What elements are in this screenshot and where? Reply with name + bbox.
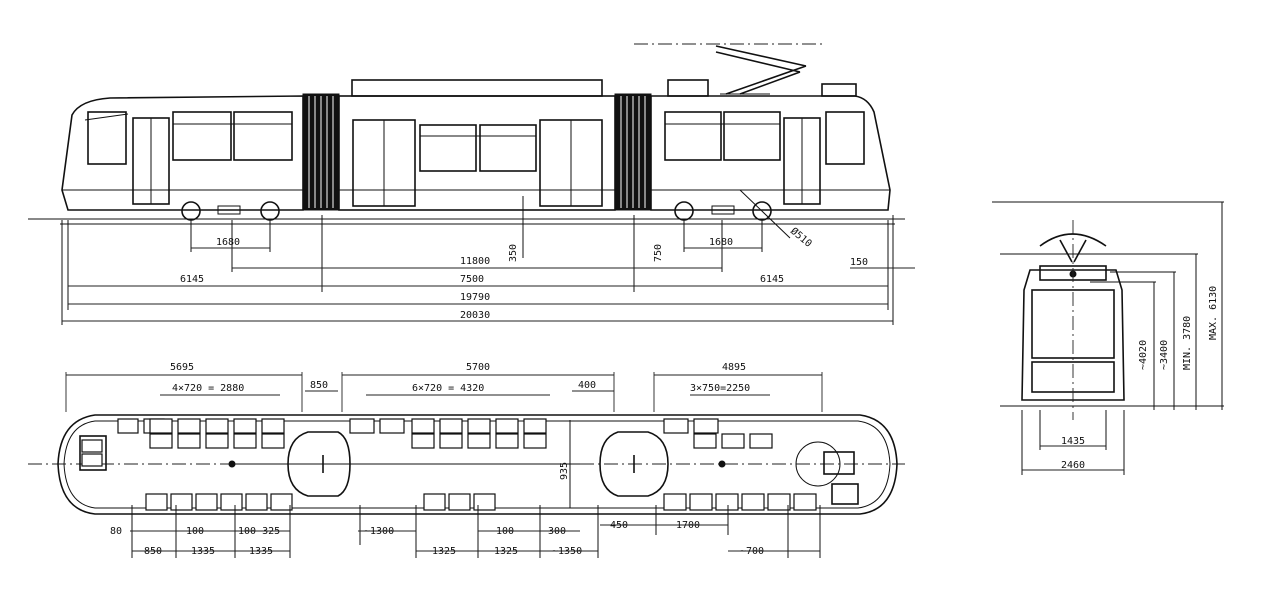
- seat: [81, 453, 103, 467]
- dim-middle-section: 7500: [460, 274, 484, 285]
- seat: [467, 418, 491, 434]
- seat: [270, 493, 293, 511]
- dim-body-length: 19790: [460, 292, 490, 303]
- seat: [663, 418, 689, 434]
- seat: [233, 418, 257, 434]
- seat: [261, 418, 285, 434]
- seat: [767, 493, 791, 511]
- bogie-left: [181, 201, 280, 221]
- side-right-section: [650, 79, 891, 211]
- seat: [693, 418, 719, 434]
- dim-1335b: 1335: [249, 546, 273, 557]
- dim-floor-height: 350: [508, 244, 519, 262]
- dim-wheel-diameter: Ø510: [788, 225, 814, 250]
- seat: [349, 418, 375, 434]
- seating-layout: [81, 418, 817, 511]
- seat: [473, 493, 496, 511]
- seat: [749, 433, 773, 449]
- dim-1300: ~1300: [364, 526, 394, 537]
- seat: [233, 433, 257, 449]
- dim-left-car: 5695: [170, 362, 194, 373]
- seat: [663, 493, 687, 511]
- dim-left-section: 6145: [180, 274, 204, 285]
- plan-joint-right: [599, 431, 669, 497]
- dim-bogie-centers: 11800: [460, 256, 490, 267]
- seat: [741, 493, 765, 511]
- seat: [495, 418, 519, 434]
- seat: [523, 433, 547, 449]
- dim-right-section: 6145: [760, 274, 784, 285]
- seat: [439, 418, 463, 434]
- seat: [423, 493, 446, 511]
- dim-850: 850: [144, 546, 162, 557]
- dim-450: 450: [610, 520, 628, 531]
- seat: [689, 493, 713, 511]
- dim-100a: 100: [186, 526, 204, 537]
- seat: [205, 418, 229, 434]
- seat: [149, 418, 173, 434]
- dim-1350: ~1350: [552, 546, 582, 557]
- seat: [693, 433, 717, 449]
- dim-middle-seats: 6×720 = 4320: [412, 383, 484, 394]
- dim-left-seats: 4×720 = 2880: [172, 383, 244, 394]
- side-middle-section: [338, 79, 616, 211]
- seat: [145, 493, 168, 511]
- seat: [448, 493, 471, 511]
- dim-1325b: 1325: [494, 546, 518, 557]
- dim-bogie-left: 1680: [216, 237, 240, 248]
- seat: [149, 433, 173, 449]
- dim-middle-car: 5700: [466, 362, 490, 373]
- dim-joint-left: 850: [310, 380, 328, 391]
- dim-700: ~700: [740, 546, 764, 557]
- dim-aisle-width: 935: [559, 462, 570, 480]
- dim-min-height: MIN. 3780: [1182, 316, 1193, 370]
- seat: [439, 433, 463, 449]
- seat: [195, 493, 218, 511]
- seat: [411, 433, 435, 449]
- seat: [523, 418, 547, 434]
- seat: [177, 433, 201, 449]
- dim-80: 80: [110, 526, 122, 537]
- dim-right-seats: 3×750=2250: [690, 383, 750, 394]
- seat: [261, 433, 285, 449]
- dim-pantograph-height: ~3400: [1159, 340, 1170, 370]
- dim-overhang-right: 150: [850, 257, 868, 268]
- bogie-right: [674, 189, 791, 239]
- seat: [245, 493, 268, 511]
- dim-max-height: MAX. 6130: [1208, 286, 1219, 340]
- seat: [495, 433, 519, 449]
- dim-300: 300: [548, 526, 566, 537]
- seat: [177, 418, 201, 434]
- dim-track-gauge: 1435: [1061, 436, 1085, 447]
- dim-joint-right: 400: [578, 380, 596, 391]
- seat: [117, 418, 139, 434]
- seat: [411, 418, 435, 434]
- dim-100-325: 100 325: [238, 526, 280, 537]
- pantograph: [634, 43, 826, 95]
- dim-vehicle-width: 2460: [1061, 460, 1085, 471]
- dim-1325a: 1325: [432, 546, 456, 557]
- seat: [81, 439, 103, 453]
- seat: [715, 493, 739, 511]
- seat: [220, 493, 243, 511]
- seat: [205, 433, 229, 449]
- seat: [793, 493, 817, 511]
- plan-view: 5695 4×720 = 2880 850 5700 6×720 = 4320 …: [28, 362, 905, 558]
- side-left-section: [61, 95, 304, 211]
- seat: [379, 418, 405, 434]
- dim-roof-height: ~4020: [1138, 340, 1149, 370]
- dim-100b: 100: [496, 526, 514, 537]
- dim-bogie-right: 1680: [709, 237, 733, 248]
- dim-1335a: 1335: [191, 546, 215, 557]
- dim-total-length: 20030: [460, 310, 490, 321]
- dim-1700: 1700: [676, 520, 700, 531]
- seat: [170, 493, 193, 511]
- side-elevation: 1680 1680 350 750 11800 6145 7500 6145 1…: [28, 43, 915, 325]
- dim-step-height: 750: [653, 244, 664, 262]
- seat: [467, 433, 491, 449]
- front-view: ~4020 ~3400 MIN. 3780 MAX. 6130 1435 246…: [992, 201, 1224, 475]
- seat: [721, 433, 745, 449]
- dim-right-car: 4895: [722, 362, 746, 373]
